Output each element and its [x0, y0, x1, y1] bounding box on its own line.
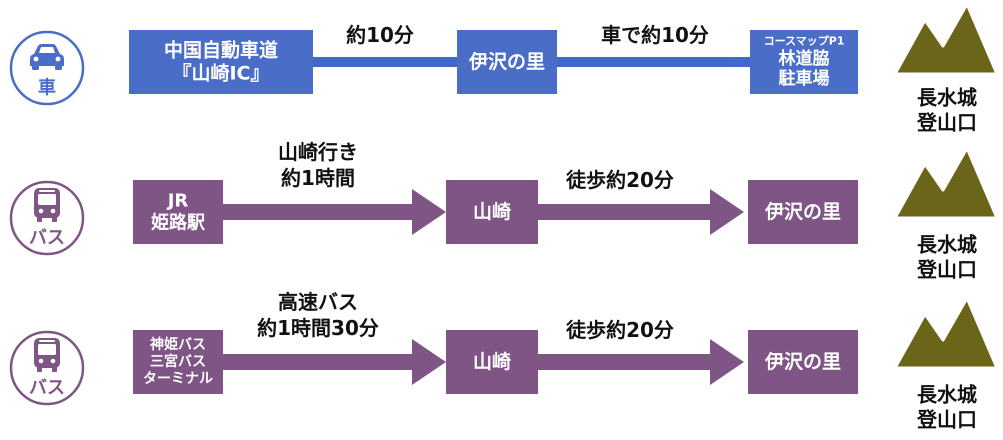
start-label-line: ターミナル — [143, 371, 213, 387]
start-label-line: 『山崎IC』 — [172, 62, 269, 85]
bus-light — [50, 358, 56, 364]
car-wheel — [55, 65, 62, 70]
start-label-line: 姫路駅 — [151, 212, 206, 234]
mountain-icon — [893, 296, 999, 370]
goal-label-line: 登山口 — [916, 111, 977, 135]
leg2-label: 徒歩約20分 — [565, 168, 674, 192]
goal-label-line: 長水城 — [917, 86, 977, 110]
end-label-line: 伊沢の里 — [764, 350, 841, 373]
mountain-shape — [893, 296, 999, 370]
arrow-leg2 — [530, 339, 744, 385]
end-label: 伊沢の里 — [764, 200, 841, 223]
end-box — [750, 30, 858, 94]
bus-sign — [39, 340, 55, 342]
bus-icon — [34, 338, 60, 372]
start-box — [129, 30, 313, 94]
start-label-line: 中国自動車道 — [164, 38, 278, 61]
mode-label: バス — [29, 228, 65, 249]
end-box — [748, 330, 858, 394]
arrow-leg1 — [220, 189, 446, 235]
middle-label-line: 山崎 — [473, 350, 511, 373]
car-window — [39, 47, 55, 53]
leg2-label-line: 徒歩約20分 — [565, 168, 674, 192]
bus-light — [38, 358, 44, 364]
middle-label-line: 伊沢の里 — [468, 50, 545, 73]
start-box — [133, 330, 223, 394]
arrow-leg1 — [220, 339, 446, 385]
mountain-shape — [893, 146, 999, 220]
leg1-label-line: 約10分 — [346, 23, 414, 47]
mode-badge: バス — [9, 330, 85, 406]
bus-wheel — [37, 367, 42, 372]
end-label-line: 伊沢の里 — [764, 200, 841, 223]
middle-label: 山崎 — [473, 200, 511, 223]
goal-label-line: 長水城 — [917, 383, 977, 407]
leg1-label-line: 山崎行き — [278, 140, 358, 164]
bus-sign — [39, 190, 55, 192]
middle-label: 山崎 — [473, 350, 511, 373]
mountain-shape — [893, 2, 999, 76]
mountain-icon — [893, 2, 999, 76]
bus-window — [38, 194, 56, 205]
car-wheel — [32, 65, 39, 70]
end-label-line: 駐車場 — [779, 68, 830, 89]
car-light — [55, 56, 61, 62]
leg1-label-line: 高速バス — [278, 290, 358, 314]
goal-label-line: 長水城 — [917, 233, 977, 257]
leg1-label: 約10分 — [346, 23, 414, 47]
car-body — [30, 44, 64, 66]
middle-label-line: 山崎 — [473, 200, 511, 223]
bus-icon — [34, 188, 60, 222]
start-label-line: 三宮バス — [150, 353, 206, 370]
mode-label: バス — [29, 378, 65, 399]
middle-box — [446, 180, 538, 244]
leg2-label: 徒歩約20分 — [565, 318, 674, 342]
bus-wheel — [52, 367, 57, 372]
mode-badge: 車 — [9, 30, 85, 106]
goal-label-line: 登山口 — [916, 408, 977, 432]
end-box — [748, 180, 858, 244]
bus-light — [50, 208, 56, 214]
leg1-label-line: 約1時間30分 — [257, 316, 379, 340]
bus-wheel — [37, 217, 42, 222]
bus-window — [38, 344, 56, 355]
end-note: コースマップP1 — [764, 34, 845, 48]
middle-box — [446, 330, 538, 394]
mode-badge: バス — [9, 180, 85, 256]
middle-box — [457, 30, 557, 94]
arrow-leg2 — [530, 189, 744, 235]
start-label-line: 神姫バス — [150, 336, 206, 353]
leg2-label: 車で約10分 — [601, 23, 709, 47]
middle-label: 伊沢の里 — [468, 50, 545, 73]
car-light — [33, 56, 39, 62]
start-label-line: JR — [166, 191, 189, 212]
bus-light — [38, 208, 44, 214]
leg1-label-line: 約1時間 — [281, 166, 355, 190]
mountain-icon — [893, 146, 999, 220]
end-label: 伊沢の里 — [764, 350, 841, 373]
goal-label-line: 登山口 — [916, 258, 977, 282]
leg2-label-line: 徒歩約20分 — [565, 318, 674, 342]
start-box — [133, 180, 223, 244]
mode-badge-ring — [9, 30, 85, 106]
bus-wheel — [52, 217, 57, 222]
car-icon — [30, 44, 64, 70]
leg2-label-line: 車で約10分 — [601, 23, 709, 47]
end-label-line: 林道脇 — [779, 48, 830, 69]
mode-label: 車 — [38, 77, 56, 99]
start-label: 中国自動車道『山崎IC』 — [164, 38, 278, 84]
